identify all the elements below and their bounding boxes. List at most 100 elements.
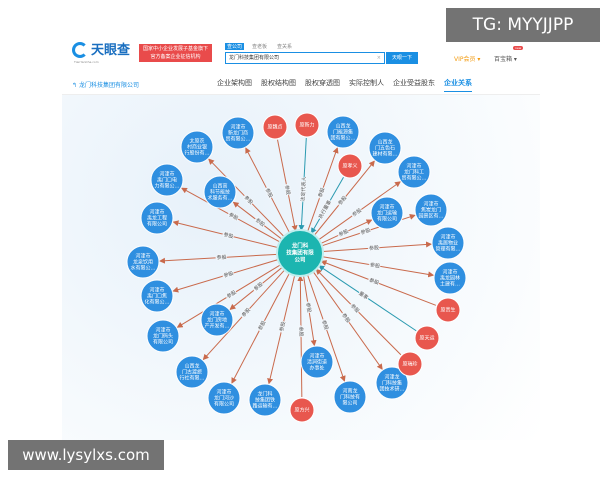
company-node[interactable]: 河津市龙门科工贸有限公…: [397, 155, 431, 189]
node-label: 水有限公…: [130, 265, 155, 272]
tab-structure[interactable]: 企业架构图: [217, 79, 252, 87]
logo[interactable]: 天眼查: [72, 42, 130, 58]
search-input[interactable]: 龙门科技集团有限公司 ×: [225, 52, 385, 64]
tab-beneficiary[interactable]: 企业受益股东: [393, 79, 435, 87]
relation-edge[interactable]: [202, 269, 285, 361]
node-circle: [433, 261, 467, 295]
person-node[interactable]: 原魏贞: [262, 114, 288, 140]
node-circle: [207, 381, 241, 415]
company-node[interactable]: 河津市龙泉饮用水有限公…: [126, 245, 160, 279]
company-node[interactable]: 河津龙门科技集团技术研…: [375, 366, 409, 400]
relation-edge[interactable]: [245, 147, 290, 233]
relation-edge[interactable]: [231, 273, 290, 384]
treasure-menu[interactable]: 百宝箱 ▾: [494, 56, 517, 63]
graph-canvas[interactable]: 参股参股参股参股参股参股参股参股参股参股参股参股参股参股参股参股参股参股参股参股…: [62, 95, 540, 440]
screenshot: 天眼查 TianYanCha.com 国家中小企业发展子基金旗下 官方备案企业征…: [62, 32, 540, 440]
node-label: 山西龙: [377, 139, 392, 146]
relation-edge[interactable]: [298, 137, 307, 232]
search-tab-relation[interactable]: 查关系: [277, 44, 293, 50]
relation-edge[interactable]: [172, 259, 279, 293]
company-node[interactable]: 山西高科节能技术服务有…: [203, 175, 237, 209]
edge-label: 参股: [216, 254, 226, 262]
node-label: 河津市: [159, 171, 174, 178]
node-label: 龙泉饮用: [133, 259, 153, 266]
relation-edge[interactable]: [176, 264, 281, 328]
relation-edge[interactable]: [277, 139, 298, 232]
tab-relations[interactable]: 企业关系: [444, 78, 472, 92]
company-node[interactable]: 山西龙门五色石建材有限…: [368, 131, 402, 165]
relation-edge[interactable]: [320, 260, 437, 306]
logo-subtext: TianYanCha.com: [74, 60, 99, 64]
relation-edge[interactable]: [229, 267, 283, 310]
relation-edge[interactable]: [318, 265, 417, 332]
person-node[interactable]: 原天运: [414, 325, 440, 351]
node-label: 河津市: [149, 287, 164, 294]
relationship-graph[interactable]: 参股参股参股参股参股参股参股参股参股参股参股参股参股参股参股参股参股参股参股参股…: [62, 95, 540, 440]
node-circle: [414, 193, 448, 227]
search-button[interactable]: 天眼一下: [386, 52, 418, 64]
relation-edge[interactable]: [181, 187, 281, 243]
company-node[interactable]: 河津市禹门口焦化有限公…: [140, 279, 174, 313]
clear-icon[interactable]: ×: [376, 55, 381, 61]
node-label: 原魏贞: [267, 124, 282, 131]
person-node[interactable]: 原瑞珍: [397, 351, 423, 377]
back-link[interactable]: ↰ 龙门科技集团有限公司: [72, 80, 139, 89]
relation-edge[interactable]: [318, 181, 401, 241]
node-label: 河津龙: [384, 374, 399, 381]
company-node[interactable]: 河津市龙门房地产开发有…: [200, 303, 234, 337]
node-circle: [200, 303, 234, 337]
tab-actual-controller[interactable]: 实际控制人: [349, 79, 384, 87]
node-circle: [289, 397, 315, 423]
relation-edge[interactable]: [322, 256, 435, 278]
promo-banner[interactable]: 国家中小企业发展子基金旗下 官方备案企业征信机构: [139, 44, 212, 62]
search-tab-boss[interactable]: 查老板: [252, 44, 268, 50]
logo-icon: [72, 42, 88, 58]
person-node[interactable]: 原新力: [294, 112, 320, 138]
relation-edge[interactable]: [307, 147, 339, 232]
company-node[interactable]: 河津市禹门口电力有限公…: [150, 163, 184, 197]
node-label: 有限公司: [214, 401, 234, 408]
tab-equity-structure[interactable]: 股权结构图: [261, 79, 296, 87]
company-node[interactable]: 山西龙门能源集团有限公…: [326, 115, 360, 149]
search-tab-company[interactable]: 查公司: [225, 43, 245, 50]
company-node[interactable]: 河津市禹居物业管理有限…: [431, 226, 465, 260]
center-node[interactable]: 龙门科技集团有限公司: [276, 229, 324, 277]
relation-edge[interactable]: [314, 160, 375, 236]
person-node[interactable]: 原孝义: [337, 153, 363, 179]
company-node[interactable]: 太原农村商业银行股份有…: [180, 130, 214, 164]
relation-edge[interactable]: [172, 220, 278, 249]
edge-label: 参股: [252, 281, 264, 293]
relation-edge[interactable]: [322, 241, 433, 252]
company-node[interactable]: 山西龙门古渡旅行社有限…: [175, 355, 209, 389]
relation-edge[interactable]: [312, 271, 383, 370]
person-node[interactable]: 原方兴: [289, 397, 315, 423]
vip-menu[interactable]: VIP会员 ▾: [454, 56, 481, 63]
company-node[interactable]: 河津市焦炭龙门园景区有…: [414, 193, 448, 227]
tab-equity-penetration[interactable]: 股权穿透图: [305, 79, 340, 87]
node-circle: [431, 226, 465, 260]
company-node[interactable]: 龙门科技集团铁路运输有…: [248, 383, 282, 417]
relation-edge[interactable]: [320, 219, 373, 244]
company-node[interactable]: 河津市禹龙园林土建有…: [433, 261, 467, 295]
relation-edge[interactable]: [297, 274, 304, 398]
relation-edge[interactable]: [267, 275, 296, 385]
relation-edge[interactable]: [158, 253, 278, 264]
relation-edge[interactable]: [232, 201, 283, 240]
relation-edge[interactable]: [208, 158, 285, 237]
node-label: 有限公司: [153, 339, 173, 346]
edge-label: 参股: [278, 321, 287, 332]
node-circle: [262, 114, 288, 140]
relation-edge[interactable]: [303, 275, 317, 347]
relation-edge[interactable]: [307, 274, 346, 382]
sub-navigation: ↰ 龙门科技集团有限公司 企业架构图 股权结构图 股权穿透图 实际控制人 企业受…: [62, 72, 540, 95]
company-node[interactable]: 河津市新龙门商贸有限公…: [221, 116, 255, 150]
person-node[interactable]: 原贵生: [435, 297, 461, 323]
relation-edge[interactable]: [310, 177, 344, 234]
relation-edge[interactable]: [315, 268, 402, 356]
